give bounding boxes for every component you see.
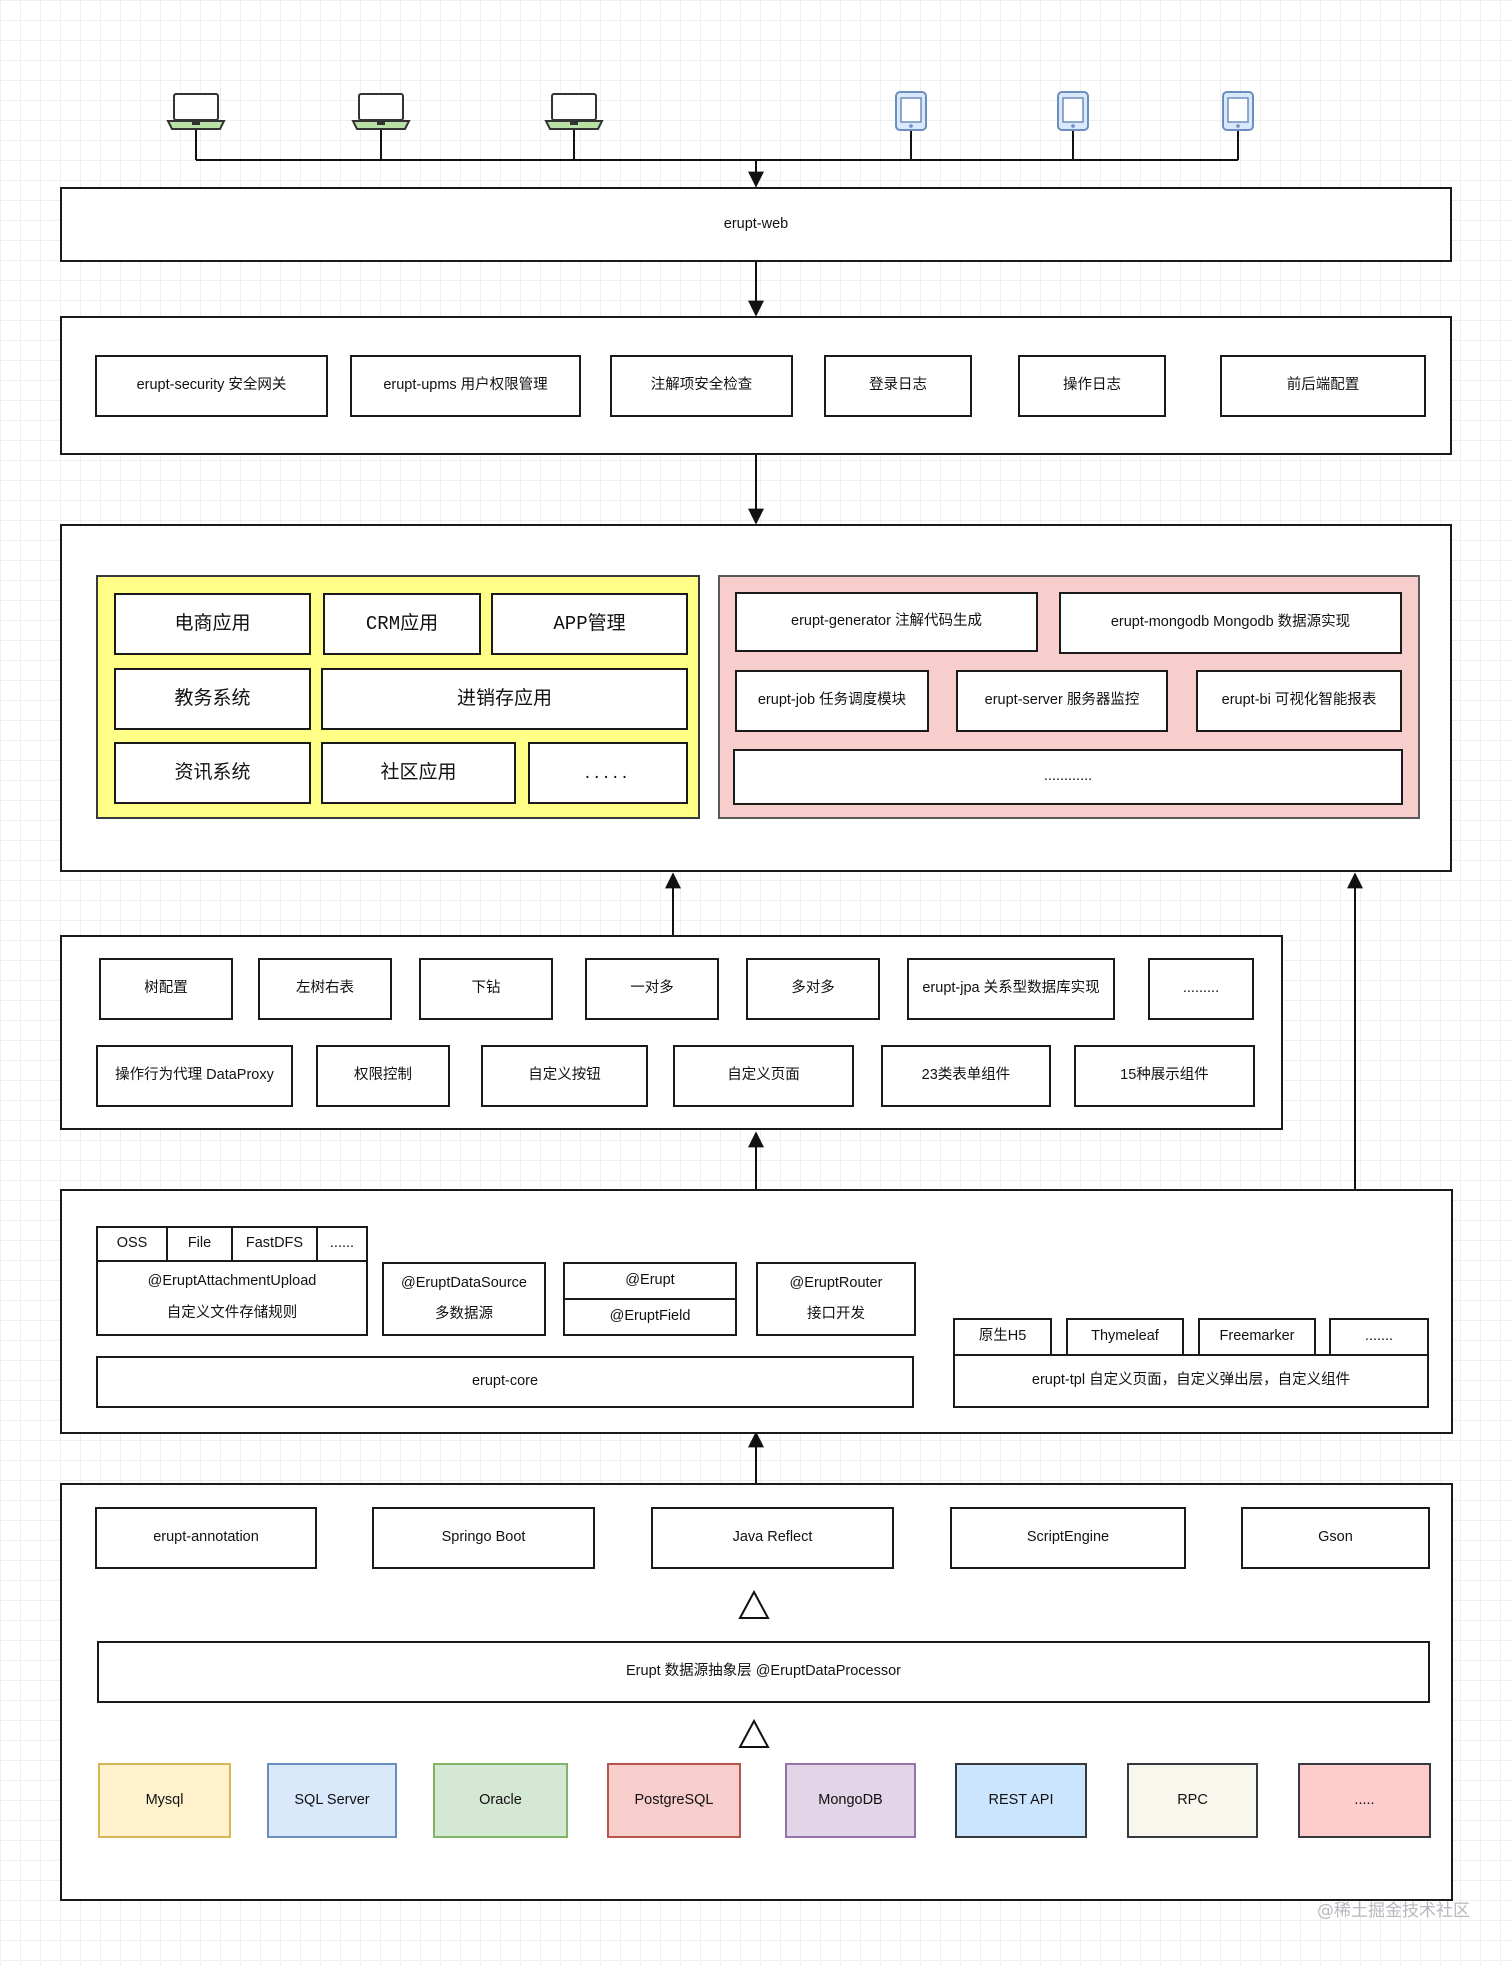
feature-one-to-many: 一对多 [585, 958, 719, 1020]
laptop-icon [166, 93, 226, 130]
module-job: erupt-job 任务调度模块 [735, 670, 929, 732]
tpl-h5: 原生H5 [953, 1318, 1052, 1356]
attachment-description: 自定义文件存储规则 [166, 1305, 298, 1322]
erupt-core-box: erupt-core [96, 1356, 914, 1408]
attachment-upload-box: @EruptAttachmentUpload 自定义文件存储规则 [96, 1260, 368, 1336]
datasource-postgresql: PostgreSQL [607, 1763, 741, 1838]
router-annotation: @EruptRouter [789, 1274, 883, 1291]
erupt-field-box: @EruptField [563, 1298, 737, 1336]
module-bi: erupt-bi 可视化智能报表 [1196, 670, 1402, 732]
datasource-mongodb: MongoDB [785, 1763, 916, 1838]
feature-form-components: 23类表单组件 [881, 1045, 1051, 1107]
security-item-operation-log: 操作日志 [1018, 355, 1166, 417]
app-education: 教务系统 [114, 668, 311, 730]
feature-custom-page: 自定义页面 [673, 1045, 854, 1107]
router-description: 接口开发 [807, 1305, 865, 1322]
app-more: ..... [528, 742, 688, 804]
datasource-sqlserver: SQL Server [267, 1763, 397, 1838]
feature-more: ......... [1148, 958, 1254, 1020]
datasource-restapi: REST API [955, 1763, 1087, 1838]
module-mongodb: erupt-mongodb Mongodb 数据源实现 [1059, 592, 1402, 654]
tablet-icon [1222, 91, 1254, 131]
app-community: 社区应用 [321, 742, 516, 804]
erupt-annotation-box: @Erupt [563, 1262, 737, 1300]
feature-many-to-many: 多对多 [746, 958, 880, 1020]
feature-dataproxy: 操作行为代理 DataProxy [96, 1045, 293, 1107]
datasource-abstraction-layer: Erupt 数据源抽象层 @EruptDataProcessor [97, 1641, 1430, 1703]
security-item-config: 前后端配置 [1220, 355, 1426, 417]
storage-file: File [166, 1226, 233, 1262]
erupt-tpl-box: erupt-tpl 自定义页面，自定义弹出层，自定义组件 [953, 1354, 1429, 1408]
app-inventory: 进销存应用 [321, 668, 688, 730]
laptop-icon [351, 93, 411, 130]
app-news: 资讯系统 [114, 742, 311, 804]
tpl-more: ....... [1329, 1318, 1429, 1356]
laptop-icon [544, 93, 604, 130]
storage-oss: OSS [96, 1226, 168, 1262]
datasource-description: 多数据源 [435, 1305, 493, 1322]
datasource-box: @EruptDataSource 多数据源 [382, 1262, 546, 1336]
feature-jpa: erupt-jpa 关系型数据库实现 [907, 958, 1115, 1020]
security-item-annotation-check: 注解项安全检查 [610, 355, 793, 417]
attachment-annotation: @EruptAttachmentUpload [147, 1273, 317, 1290]
watermark: @稀土掘金技术社区 [1317, 1901, 1470, 1921]
erupt-web-label: erupt-web [723, 215, 789, 232]
lib-java-reflect: Java Reflect [651, 1507, 894, 1569]
security-item-login-log: 登录日志 [824, 355, 972, 417]
datasource-rpc: RPC [1127, 1763, 1258, 1838]
router-box: @EruptRouter 接口开发 [756, 1262, 916, 1336]
tpl-thymeleaf: Thymeleaf [1066, 1318, 1184, 1356]
datasource-annotation: @EruptDataSource [401, 1274, 527, 1291]
app-ecommerce: 电商应用 [114, 593, 311, 655]
security-item-upms: erupt-upms 用户权限管理 [350, 355, 581, 417]
feature-drill-down: 下钻 [419, 958, 553, 1020]
datasource-mysql: Mysql [98, 1763, 231, 1838]
app-app-management: APP管理 [491, 593, 688, 655]
tablet-icon [895, 91, 927, 131]
feature-tree-config: 树配置 [99, 958, 233, 1020]
lib-script-engine: ScriptEngine [950, 1507, 1186, 1569]
tpl-freemarker: Freemarker [1198, 1318, 1316, 1356]
feature-custom-button: 自定义按钮 [481, 1045, 648, 1107]
module-server: erupt-server 服务器监控 [956, 670, 1168, 732]
lib-gson: Gson [1241, 1507, 1430, 1569]
lib-erupt-annotation: erupt-annotation [95, 1507, 317, 1569]
datasource-oracle: Oracle [433, 1763, 568, 1838]
tablet-icon [1057, 91, 1089, 131]
security-item-gateway: erupt-security 安全网关 [95, 355, 328, 417]
module-generator: erupt-generator 注解代码生成 [735, 592, 1038, 652]
erupt-web-layer: erupt-web [60, 187, 1452, 262]
inheritance-triangle-icon [738, 1590, 770, 1619]
app-crm: CRM应用 [323, 593, 481, 655]
lib-spring-boot: Springo Boot [372, 1507, 595, 1569]
feature-permission: 权限控制 [316, 1045, 450, 1107]
datasource-more: ..... [1298, 1763, 1431, 1838]
feature-tree-table: 左树右表 [258, 958, 392, 1020]
storage-fastdfs: FastDFS [231, 1226, 318, 1262]
module-more: ............ [733, 749, 1403, 805]
inheritance-triangle-icon [738, 1719, 770, 1748]
feature-display-components: 15种展示组件 [1074, 1045, 1255, 1107]
storage-more: ...... [316, 1226, 368, 1262]
